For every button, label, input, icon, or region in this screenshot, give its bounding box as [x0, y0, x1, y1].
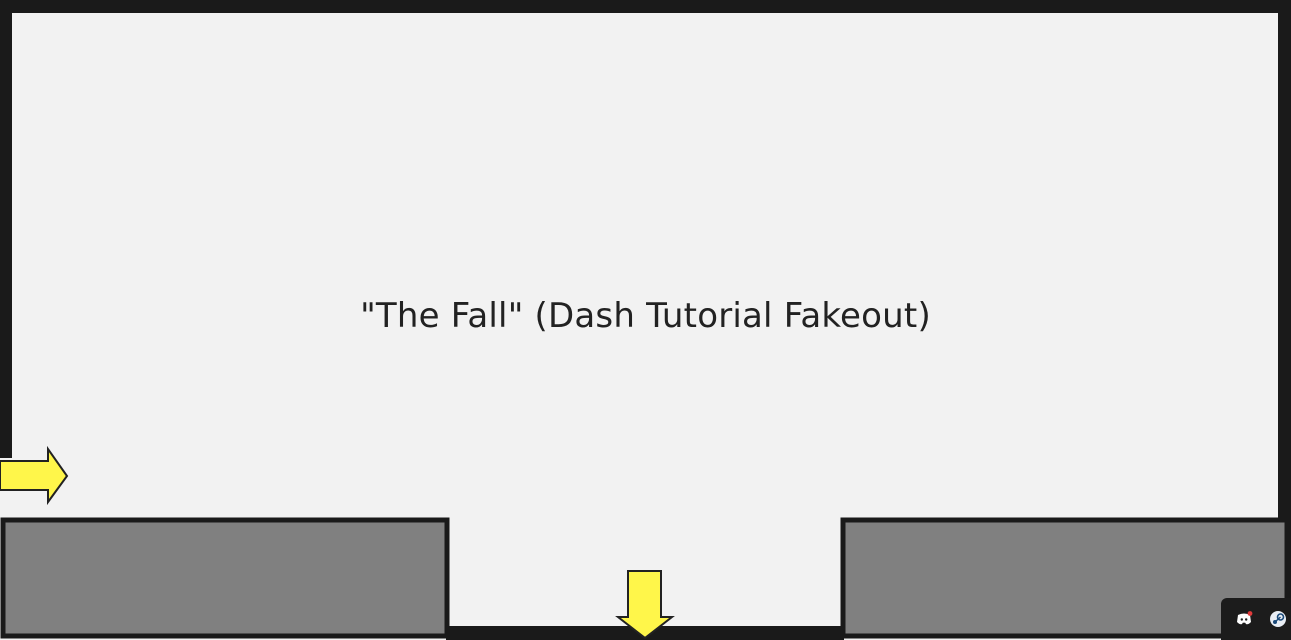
steam-icon[interactable] [1269, 610, 1287, 628]
right-platform [840, 517, 1290, 639]
system-tray [1221, 598, 1291, 640]
room-title: "The Fall" (Dash Tutorial Fakeout) [360, 296, 931, 336]
right-wall [1278, 0, 1291, 640]
left-wall [0, 0, 12, 458]
discord-icon[interactable] [1235, 610, 1253, 628]
arrow-down-icon [615, 570, 675, 640]
left-platform [0, 517, 450, 639]
arrow-right-icon [0, 445, 69, 506]
top-wall [0, 0, 1291, 13]
